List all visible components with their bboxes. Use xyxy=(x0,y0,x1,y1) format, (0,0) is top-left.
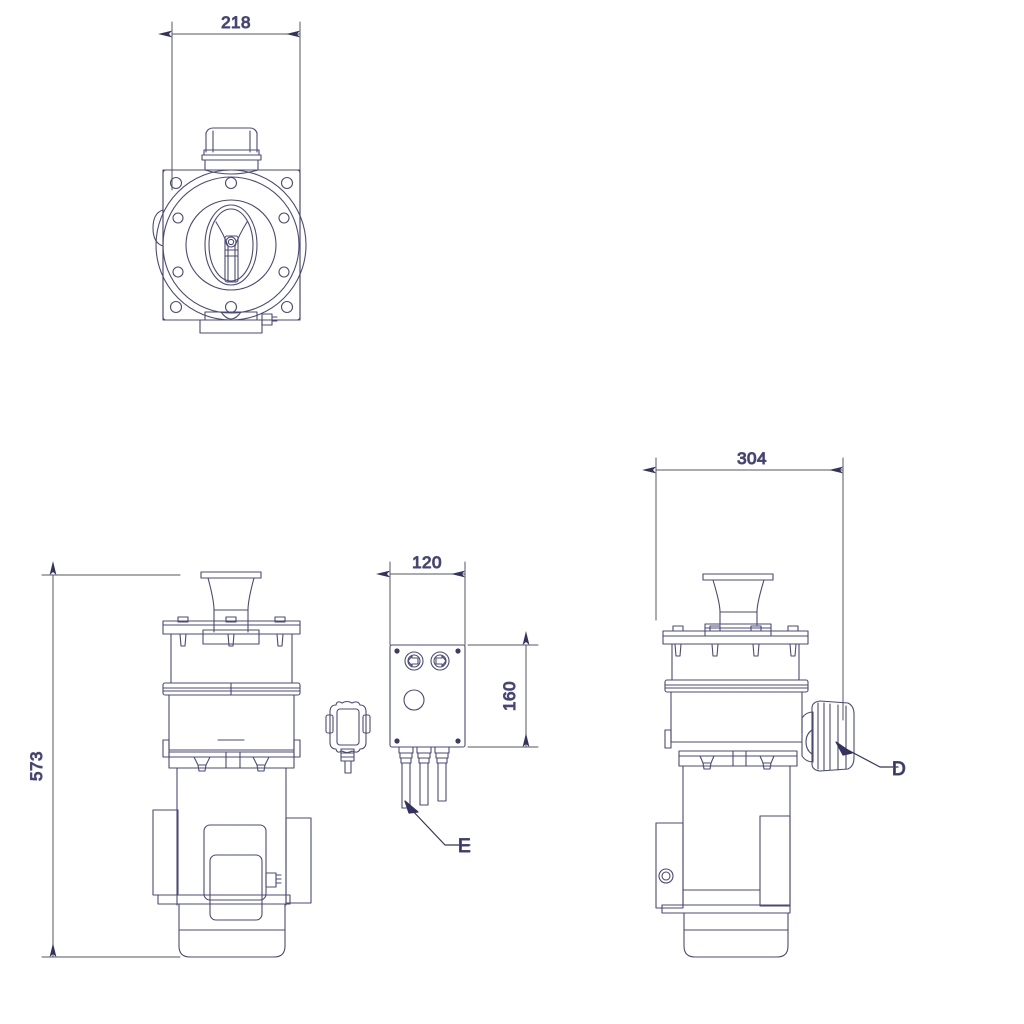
bolt-hole xyxy=(278,212,290,224)
dimension-218 xyxy=(158,21,301,191)
top-capstan-drum xyxy=(201,127,262,175)
cable-glands xyxy=(398,746,450,809)
flange-bolt xyxy=(709,625,721,657)
callout-e-leader xyxy=(404,800,471,846)
dimension-573 xyxy=(41,561,181,958)
flange-bolt xyxy=(225,616,237,647)
box-screw xyxy=(394,648,400,654)
bolt-hole xyxy=(169,176,183,190)
left-arrow-icon xyxy=(407,655,419,667)
dimension-120 xyxy=(376,561,466,646)
dimension-120-label: 120 xyxy=(412,553,442,572)
push-button-down[interactable] xyxy=(430,651,450,671)
bolt-hole xyxy=(172,212,184,224)
flange-bolt xyxy=(750,625,762,657)
left-upper-barrel xyxy=(162,633,301,696)
callout-d-leader xyxy=(835,741,899,768)
right-mount-flange xyxy=(662,625,809,657)
view-right-elevation: 304 xyxy=(642,448,906,958)
left-lower-band xyxy=(168,751,295,772)
push-button-up[interactable] xyxy=(404,651,424,671)
view-control-box-side xyxy=(325,700,371,774)
bolt-hole xyxy=(224,176,238,190)
right-lower-band xyxy=(678,750,798,770)
right-main-body xyxy=(664,691,814,763)
box-screw xyxy=(394,738,400,744)
left-motor-housing xyxy=(152,767,312,958)
indicator-hole xyxy=(403,689,425,711)
side-connector-plug xyxy=(805,700,855,772)
bolt-hole xyxy=(280,176,294,190)
view-control-box: 120 160 xyxy=(376,552,539,858)
left-mount-flange xyxy=(162,616,301,647)
left-capstan-drum xyxy=(200,571,262,645)
flange-bolt xyxy=(672,625,684,657)
left-main-body xyxy=(162,694,301,758)
control-box-body xyxy=(389,644,466,748)
bolt-hole xyxy=(169,300,183,314)
dimension-573-label: 573 xyxy=(27,751,46,781)
box-screw xyxy=(455,738,461,744)
dimension-160-label: 160 xyxy=(500,681,519,711)
callout-d-label: D xyxy=(892,759,906,780)
flange-bolt xyxy=(787,625,799,657)
dimension-218-label: 218 xyxy=(221,13,251,32)
right-capstan-drum xyxy=(702,573,774,637)
top-hub xyxy=(185,199,277,291)
right-arrow-icon xyxy=(435,655,447,667)
dimension-304 xyxy=(642,457,844,721)
right-motor-housing xyxy=(655,765,791,958)
flange-bolt xyxy=(274,616,286,647)
drain-port xyxy=(658,868,674,884)
flange-bolt xyxy=(177,616,189,647)
view-left-elevation: 573 xyxy=(26,561,312,958)
box-screw xyxy=(455,648,461,654)
right-upper-barrel xyxy=(664,643,809,693)
bolt-hole xyxy=(172,266,184,278)
bolt-hole xyxy=(280,300,294,314)
callout-e-label: E xyxy=(458,836,471,857)
dimension-160 xyxy=(467,631,539,748)
bolt-hole xyxy=(278,266,290,278)
view-top: 218 xyxy=(152,12,307,334)
top-bottom-bracket xyxy=(199,311,278,334)
bolt-hole xyxy=(224,300,238,314)
dimension-304-label: 304 xyxy=(737,449,767,468)
